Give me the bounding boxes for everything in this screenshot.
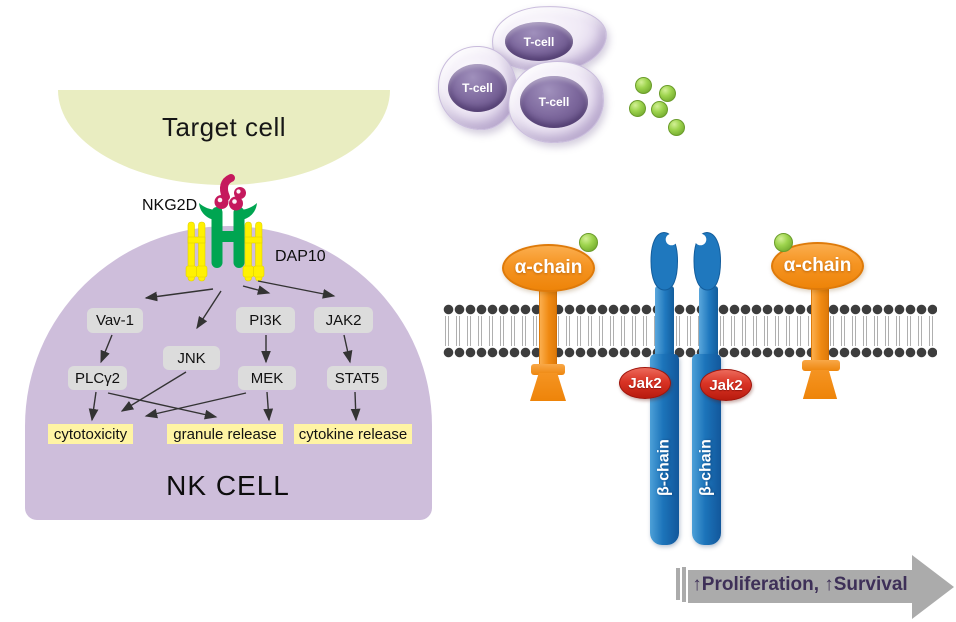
cytokine-ball-on-right-alpha bbox=[774, 233, 793, 252]
outcome-granule-release: granule release bbox=[167, 424, 283, 444]
alpha-chain-left-base bbox=[530, 373, 566, 401]
cytokine-ball-5 bbox=[668, 119, 685, 136]
nk-cell-label: NK CELL bbox=[166, 470, 290, 501]
beta-chain-left-label: β-chain bbox=[655, 439, 673, 497]
beta-chain-right-label: β-chain bbox=[697, 439, 715, 497]
cytokine-ball-4 bbox=[651, 101, 668, 118]
outcome-arrow-label: ↑Proliferation, ↑Survival bbox=[692, 574, 908, 595]
alpha-chain-left-collar bbox=[531, 364, 565, 375]
cytokine-ball-3 bbox=[629, 100, 646, 117]
outcome-arrow-head bbox=[912, 555, 954, 619]
dap10-label: DAP10 bbox=[275, 248, 326, 265]
alpha-chain-right-base bbox=[802, 370, 838, 399]
lipid-bilayer-membrane bbox=[443, 303, 937, 359]
t-cell-bottom-label: T-cell bbox=[538, 95, 570, 109]
t-cell-bottom-nucleus: T-cell bbox=[520, 76, 588, 128]
alpha-chain-left-label: α-chain bbox=[514, 257, 583, 278]
cytokine-ball-2 bbox=[659, 85, 676, 102]
jak2-left: Jak2 bbox=[619, 367, 671, 399]
beta-chain-right-transmembrane bbox=[699, 286, 718, 358]
t-cell-top-nucleus: T-cell bbox=[505, 22, 573, 61]
outcome-cytokine-release: cytokine release bbox=[294, 424, 412, 444]
alpha-chain-right-stem bbox=[811, 288, 829, 362]
alpha-chain-right: α-chain bbox=[771, 242, 864, 290]
jak2-right-label: Jak2 bbox=[709, 376, 743, 394]
outcome-arrow-tick-2 bbox=[682, 567, 686, 602]
jak2-right: Jak2 bbox=[700, 369, 752, 401]
outcome-cytotoxicity: cytotoxicity bbox=[48, 424, 133, 444]
node-jak2: JAK2 bbox=[314, 307, 373, 333]
node-jnk: JNK bbox=[163, 346, 220, 370]
alpha-chain-right-collar bbox=[802, 360, 840, 371]
node-vav1: Vav-1 bbox=[87, 308, 143, 333]
node-pi3k: PI3K bbox=[236, 307, 295, 333]
outcome-arrow-tick-1 bbox=[676, 568, 680, 600]
t-cell-left-nucleus: T-cell bbox=[448, 64, 507, 112]
target-cell-label: Target cell bbox=[162, 112, 286, 142]
alpha-chain-left: α-chain bbox=[502, 244, 595, 292]
outcome-arrow-body bbox=[688, 570, 912, 603]
node-plcg2: PLCγ2 bbox=[68, 366, 127, 390]
beta-chain-left-transmembrane bbox=[655, 286, 674, 358]
jak2-left-label: Jak2 bbox=[628, 374, 662, 392]
cytokine-ball-1 bbox=[635, 77, 652, 94]
node-stat5: STAT5 bbox=[327, 366, 387, 390]
node-mek: MEK bbox=[238, 366, 296, 390]
beta-chain-heads-icon bbox=[650, 231, 722, 291]
t-cell-top-label: T-cell bbox=[523, 34, 555, 49]
t-cell-left-label: T-cell bbox=[462, 81, 493, 95]
alpha-chain-right-label: α-chain bbox=[783, 255, 852, 276]
target-cell-shape: Target cell bbox=[58, 90, 390, 185]
cytokine-ball-on-left-alpha bbox=[579, 233, 598, 252]
alpha-chain-left-stem bbox=[539, 288, 557, 366]
nkg2d-label: NKG2D bbox=[142, 197, 198, 214]
